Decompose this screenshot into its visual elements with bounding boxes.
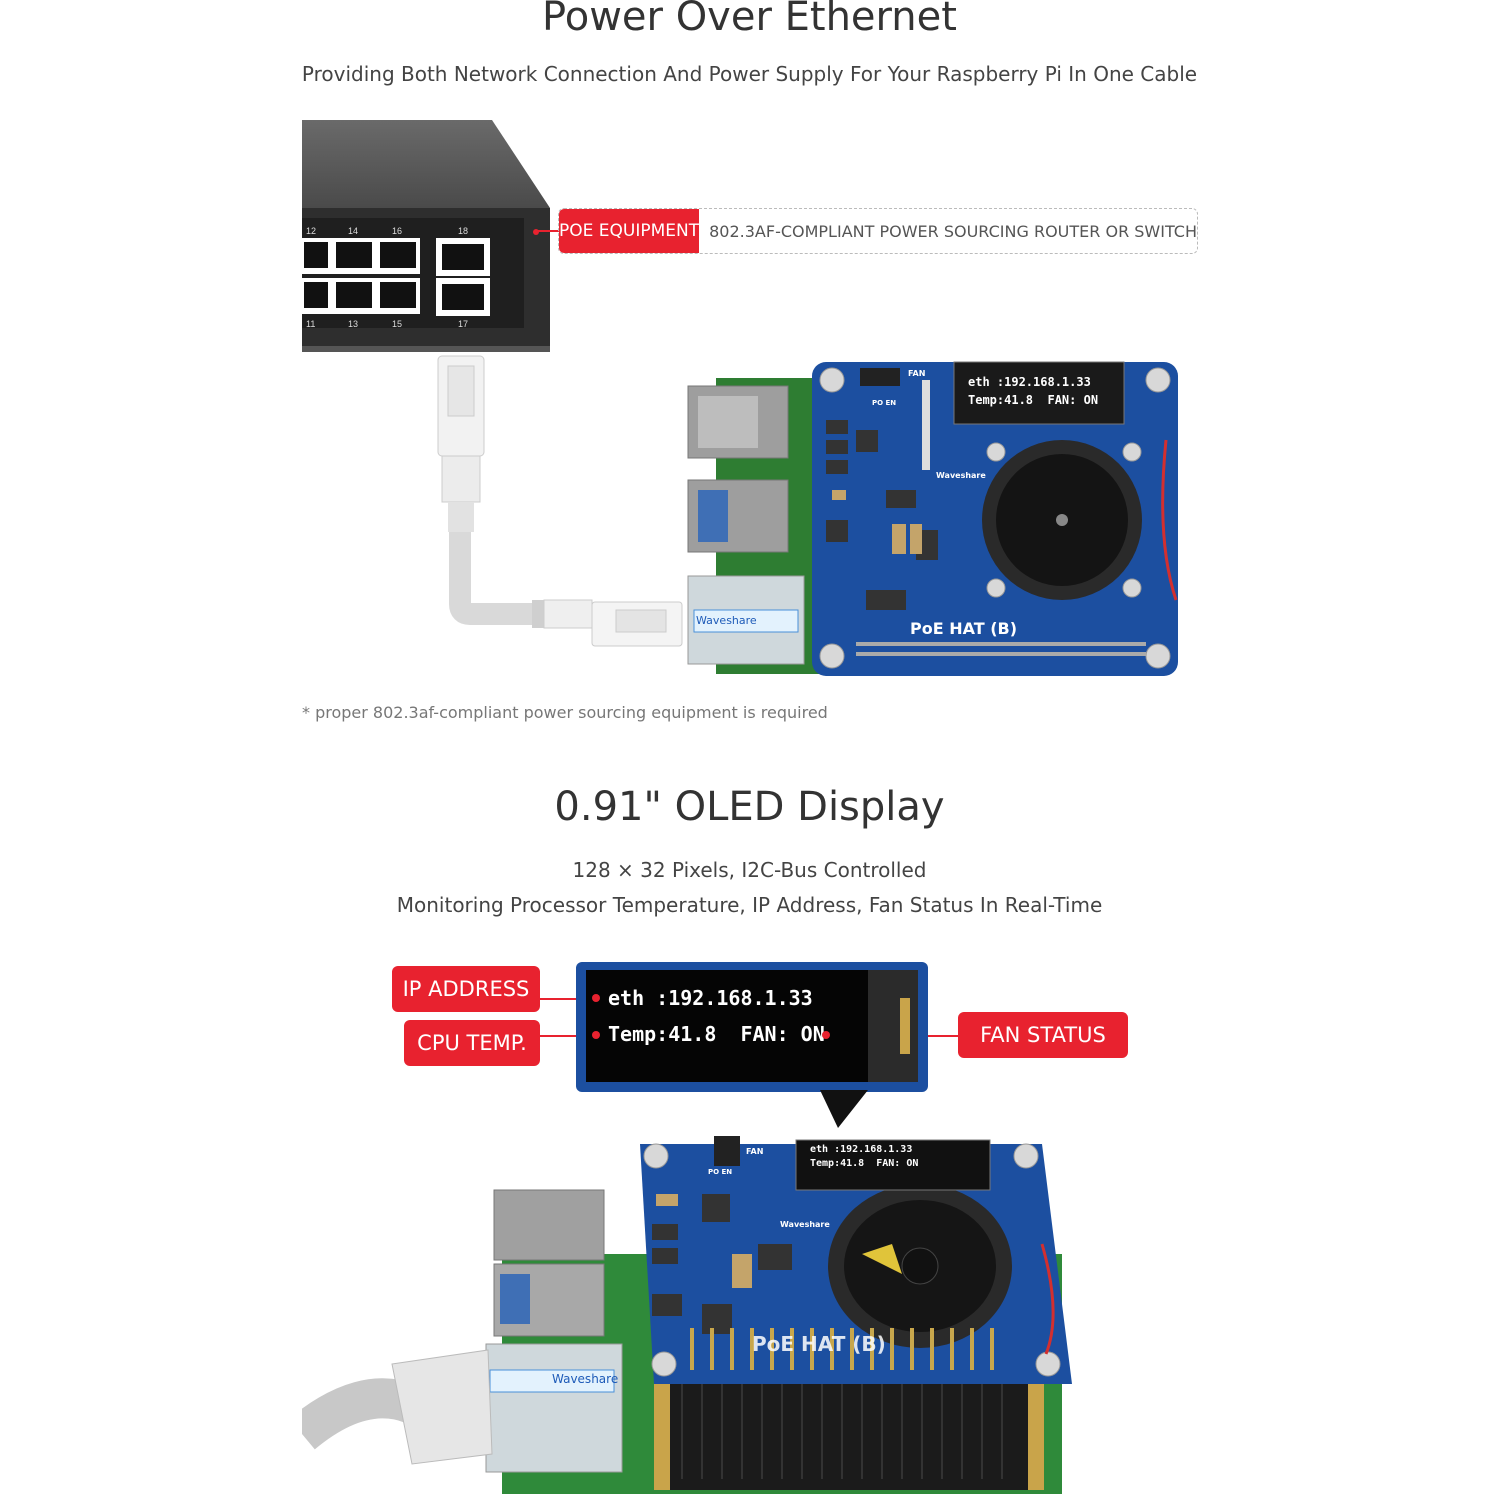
section-title-poe: Power Over Ethernet (542, 0, 957, 40)
callout-line (538, 230, 560, 232)
port-label: 11 (306, 319, 316, 329)
poe-equipment-tag: POE EQUIPMENT (559, 209, 699, 253)
switch-silkscreen: PO EN (872, 399, 897, 407)
ethernet-cable-image (436, 352, 686, 652)
callout-line-ip (540, 998, 596, 1000)
board-silkscreen-label-2: PoE HAT (B) (752, 1332, 886, 1356)
board-silkscreen-label: PoE HAT (B) (910, 619, 1018, 638)
callout-dot-ip (592, 994, 600, 1002)
oled-screen (586, 970, 868, 1082)
poe-equipment-description: 802.3AF-COMPLIANT POWER SOURCING ROUTER … (709, 221, 1197, 241)
oled-assembly-line-temp: Temp:41.8 FAN: ON (810, 1158, 919, 1169)
rj45-brand-label-2: Waveshare (552, 1372, 619, 1386)
brand-silkscreen-2: Waveshare (780, 1220, 830, 1229)
fan-status-tag: FAN STATUS (958, 1012, 1128, 1058)
callout-line-cpu (540, 1035, 596, 1037)
switch-silkscreen-2: PO EN (708, 1168, 733, 1176)
oled-screen-line-ip: eth :192.168.1.33 (968, 375, 1091, 389)
port-label: 15 (392, 319, 403, 329)
zoom-pointer (820, 1090, 868, 1128)
cpu-temp-tag: CPU TEMP. (404, 1020, 540, 1066)
port-label: 12 (306, 226, 317, 236)
callout-dot-cpu (592, 1031, 600, 1039)
poe-equipment-callout: POE EQUIPMENT 802.3AF-COMPLIANT POWER SO… (558, 208, 1198, 254)
section-title-oled: 0.91" OLED Display (554, 784, 945, 830)
poe-switch-image: 12 14 16 18 11 13 15 17 (302, 120, 552, 352)
poe-hat-board-image: eth :192.168.1.33 Temp:41.8 FAN: ON PoE … (686, 360, 1182, 678)
footnote: * proper 802.3af-compliant power sourcin… (302, 703, 828, 722)
port-label: 18 (458, 226, 469, 236)
oled-ribbon (868, 970, 918, 1082)
oled-feature-line: Monitoring Processor Temperature, IP Add… (396, 893, 1103, 917)
ip-address-tag: IP ADDRESS (392, 966, 540, 1012)
port-label: 13 (348, 319, 359, 329)
poe-hat-assembly-image: eth :192.168.1.33 Temp:41.8 FAN: ON PoE … (302, 1134, 1074, 1496)
fan-silkscreen-2: FAN (746, 1147, 764, 1156)
callout-dot-fan (822, 1031, 830, 1039)
oled-zoom-line-temp: Temp:41.8 FAN: ON (608, 1022, 825, 1046)
section-subtitle-poe: Providing Both Network Connection And Po… (301, 62, 1198, 86)
rj45-brand-label: Waveshare (696, 614, 757, 627)
oled-zoom-line-ip: eth :192.168.1.33 (608, 986, 813, 1010)
port-label: 16 (392, 226, 403, 236)
oled-spec-line: 128 × 32 Pixels, I2C-Bus Controlled (572, 858, 927, 882)
fan-silkscreen: FAN (908, 369, 926, 378)
port-label: 17 (458, 319, 469, 329)
oled-assembly-line-ip: eth :192.168.1.33 (810, 1144, 913, 1155)
oled-connector (900, 998, 910, 1054)
port-label: 14 (348, 226, 359, 236)
oled-module-zoom: eth :192.168.1.33 Temp:41.8 FAN: ON (576, 962, 928, 1092)
brand-silkscreen: Waveshare (936, 471, 986, 480)
oled-screen-line-temp: Temp:41.8 FAN: ON (968, 393, 1099, 407)
